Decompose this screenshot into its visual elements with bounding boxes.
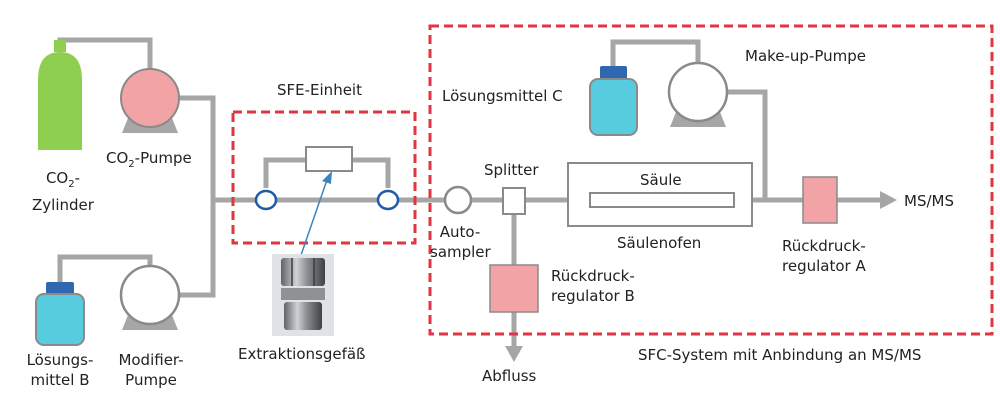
solvent-c-bottle [589,66,638,136]
restrictor [305,146,353,172]
sfe-unit-label: SFE-Einheit [277,81,362,99]
autosampler-valve [443,185,473,215]
column [589,192,735,208]
solvent-c-label: Lösungsmittel C [442,87,563,105]
extraction-vessel-label: Extraktionsgefäß [238,345,366,363]
splitter-label: Splitter [484,161,539,179]
bpr-a-label: Rückdruck- regulator A [782,237,866,275]
co2-cylinder [38,40,82,150]
autosampler-label: Auto- sampler [430,223,491,261]
co2-pump [120,68,180,133]
drain-arrowhead [505,346,523,362]
column-label: Säule [640,171,682,189]
extraction-vessel-photo [272,254,334,336]
back-pressure-regulator-a [802,176,838,224]
msms-label: MS/MS [904,192,954,210]
sfe-valve-left [254,189,278,211]
drain-label: Abfluss [482,367,537,385]
modifier-pump [119,264,181,330]
bpr-b-label: Rückdruck- regulator B [551,267,635,305]
sfc-system-label: SFC-System mit Anbindung an MS/MS [638,346,922,364]
sfe-unit-box [231,110,417,245]
co2-cylinder-label: CO2- Zylinder [32,169,94,214]
back-pressure-regulator-b [489,264,539,313]
column-oven-label: Säulenofen [617,234,702,252]
vessel-pointer-arrowhead [322,171,332,184]
makeup-pump-label: Make-up-Pumpe [745,47,867,65]
solvent-b-bottle [35,282,85,346]
co2-pump-label: CO2-Pumpe [106,149,192,170]
vessel-pointer-line [299,176,329,259]
msms-arrowhead [880,191,897,209]
modifier-pump-label: Modifier- Pumpe [118,351,184,389]
solvent-b-label: Lösungs- mittel B [26,351,94,389]
splitter [502,187,526,215]
sfc-system-box [428,24,994,336]
makeup-pump [667,61,729,127]
sfe-valve-right [376,189,400,211]
